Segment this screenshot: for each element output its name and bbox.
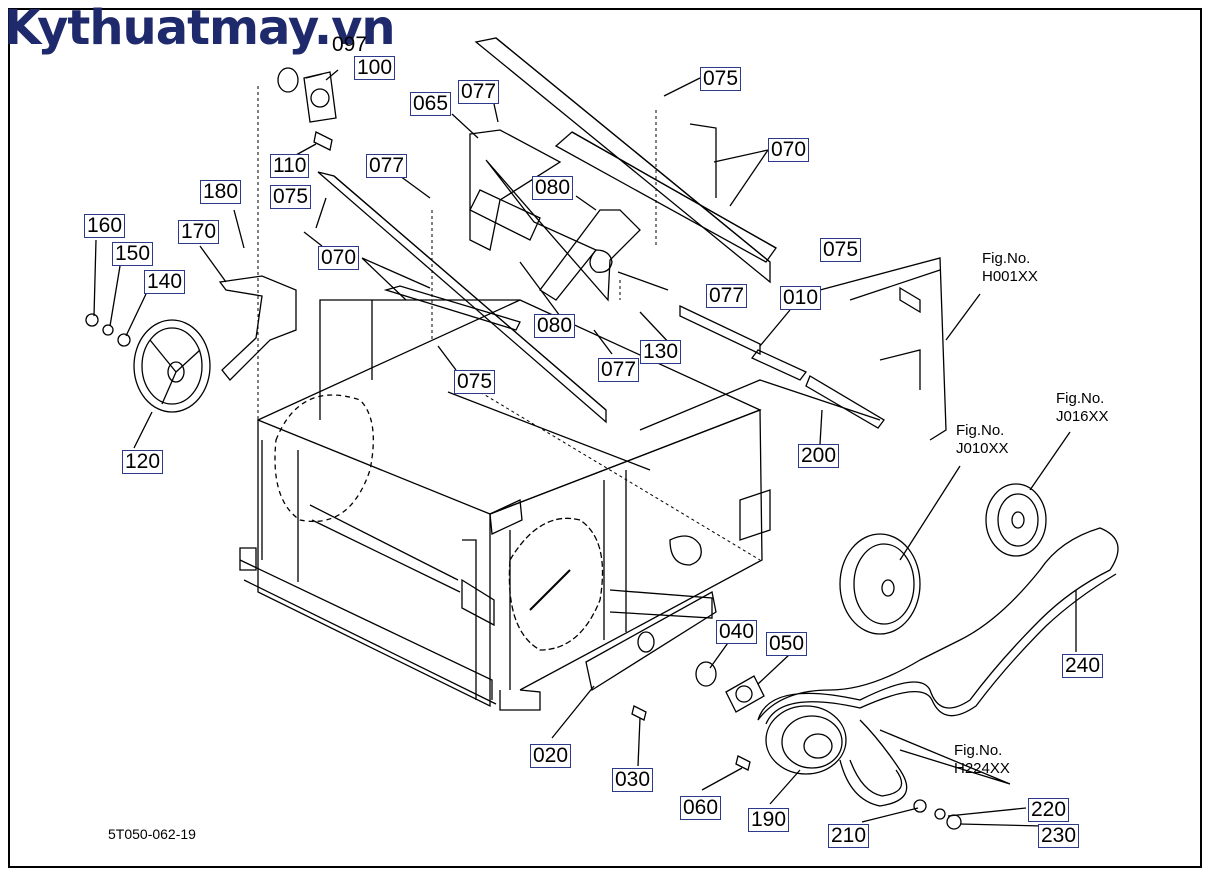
part-label-070: 070 xyxy=(318,246,360,270)
part-label-010: 010 xyxy=(780,286,822,310)
drawing-frame xyxy=(8,8,1202,868)
part-label-200: 200 xyxy=(798,444,840,468)
shaft-tube xyxy=(469,189,541,241)
part-label-170: 170 xyxy=(178,220,220,244)
fan-housing-left xyxy=(274,394,374,522)
part-label-120: 120 xyxy=(122,450,164,474)
part-label-140: 140 xyxy=(144,270,186,294)
part-label-240: 240 xyxy=(1062,654,1104,678)
part-label-075: 075 xyxy=(700,67,742,91)
rail-070-low xyxy=(383,285,521,331)
part-label-020: 020 xyxy=(530,744,572,768)
part-label-077: 077 xyxy=(458,80,500,104)
bracket-170 xyxy=(218,275,297,381)
part-label-220: 220 xyxy=(1028,798,1070,822)
part-label-060: 060 xyxy=(680,796,722,820)
part-label-190: 190 xyxy=(748,808,790,832)
part-label-075: 075 xyxy=(270,185,312,209)
bearing-flange-100 xyxy=(303,71,337,123)
part-label-100: 100 xyxy=(354,56,396,80)
part-label-040: 040 xyxy=(716,620,758,644)
figure-ref-j016: Fig.No.J016XX xyxy=(1056,390,1109,425)
drawing-code: 5T050-062-19 xyxy=(108,826,196,842)
bracket-065 xyxy=(469,129,562,251)
part-label-077: 077 xyxy=(598,358,640,382)
belt-h224 xyxy=(839,719,908,807)
frame-right-face xyxy=(489,409,763,691)
flange-050 xyxy=(725,675,765,713)
pulley-120 xyxy=(133,319,211,413)
part-label-097: 097 xyxy=(332,33,368,56)
belt-240 xyxy=(757,527,1119,721)
part-label-065: 065 xyxy=(410,92,452,116)
part-label-075: 075 xyxy=(454,370,496,394)
part-label-080: 080 xyxy=(534,314,576,338)
bearing-040 xyxy=(695,661,717,687)
part-label-210: 210 xyxy=(828,824,870,848)
part-label-077: 077 xyxy=(366,154,408,178)
shaft-010 xyxy=(679,304,761,356)
bearing-097 xyxy=(277,67,299,93)
part-label-110: 110 xyxy=(270,154,310,178)
part-label-080: 080 xyxy=(532,176,574,200)
figure-ref-j010: Fig.No.J010XX xyxy=(956,422,1009,457)
part-label-050: 050 xyxy=(766,632,808,656)
pulley-j016 xyxy=(985,483,1047,557)
part-label-030: 030 xyxy=(612,768,654,792)
pulley-190 xyxy=(765,705,847,775)
figure-ref-h224: Fig.No.H224XX xyxy=(954,742,1010,777)
part-label-150: 150 xyxy=(112,242,154,266)
part-label-077: 077 xyxy=(706,284,748,308)
part-label-130: 130 xyxy=(640,340,682,364)
part-label-180: 180 xyxy=(200,180,242,204)
fan-housing-right xyxy=(508,517,604,651)
frame-front-face xyxy=(257,419,491,708)
part-label-160: 160 xyxy=(84,214,126,238)
pulley-j010 xyxy=(839,533,921,635)
watermark-logo: Kythuatmay.vn xyxy=(4,0,396,56)
part-label-075: 075 xyxy=(820,238,862,262)
part-label-230: 230 xyxy=(1038,824,1080,848)
part-label-070: 070 xyxy=(768,138,810,162)
plate-020 xyxy=(585,590,717,692)
frame-top-edge xyxy=(257,299,762,515)
figure-ref-h001: Fig.No.H001XX xyxy=(982,250,1038,285)
